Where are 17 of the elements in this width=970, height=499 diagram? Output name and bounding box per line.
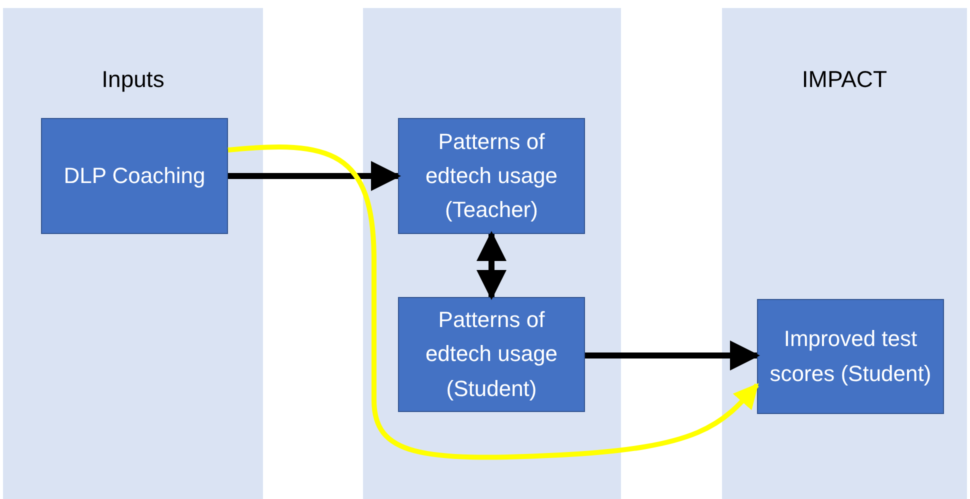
column-heading: Inputs — [102, 66, 164, 93]
column-band — [363, 8, 621, 499]
process-box — [398, 297, 585, 412]
process-box — [41, 118, 228, 234]
box-label: Patterns of edtech usage (Student) — [424, 306, 559, 403]
arrow — [228, 161, 401, 191]
box-label: DLP Coaching — [64, 162, 206, 190]
box-label: Patterns of edtech usage (Teacher) — [424, 128, 559, 224]
column-heading: IMPACT — [802, 66, 888, 93]
arrow — [585, 340, 760, 370]
column-band — [3, 8, 263, 499]
box-label: Improved test scores (Student) — [768, 325, 932, 388]
arrow — [476, 231, 506, 300]
process-box — [398, 118, 585, 234]
arrow — [228, 144, 759, 460]
column-band — [722, 8, 967, 499]
process-box — [757, 299, 944, 414]
